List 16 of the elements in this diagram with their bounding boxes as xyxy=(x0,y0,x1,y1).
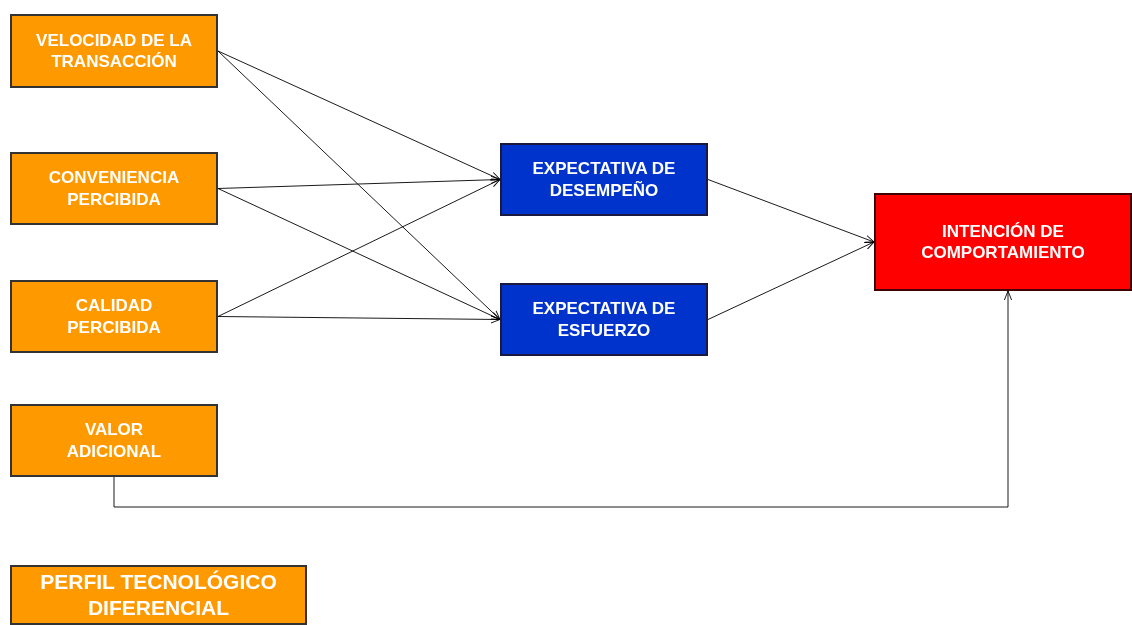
box-label: EXPECTATIVA DE DESEMPEÑO xyxy=(531,158,677,201)
factor-box xyxy=(10,280,218,353)
box-label: VELOCIDAD DE LA TRANSACCIÓN xyxy=(35,29,193,73)
construct-box xyxy=(500,143,708,216)
box-label: CONVENIENCIA PERCIBIDA xyxy=(47,167,181,210)
construct-box xyxy=(500,283,708,356)
factor-box xyxy=(10,565,307,625)
factor-box xyxy=(10,14,218,88)
box-label: CALIDAD PERCIBIDA xyxy=(66,295,162,338)
factor-box xyxy=(10,152,218,225)
outcome-box xyxy=(874,193,1132,291)
box-label: EXPECTATIVA DE ESFUERZO xyxy=(531,298,677,341)
factor-box xyxy=(10,404,218,477)
box-label: VALOR ADICIONAL xyxy=(65,419,163,462)
box-label: INTENCIÓN DE COMPORTAMIENTO xyxy=(920,220,1086,264)
box-label: PERFIL TECNOLÓGICO DIFERENCIAL xyxy=(39,568,278,621)
